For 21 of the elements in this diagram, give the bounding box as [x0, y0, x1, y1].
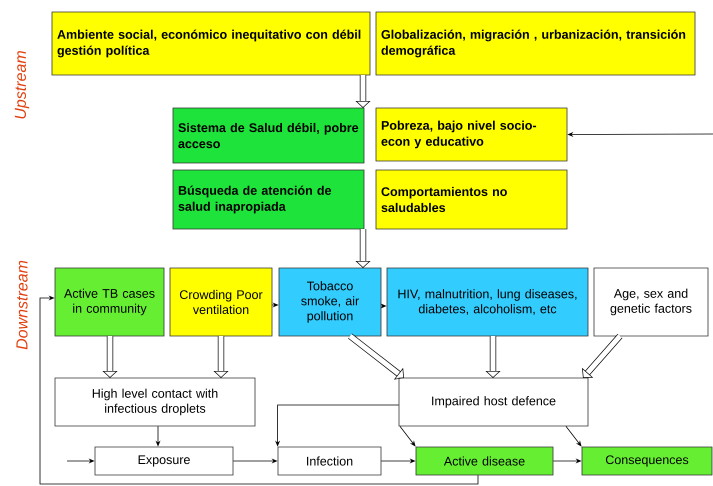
- side-label: Downstream: [16, 260, 28, 350]
- side-label: Upstream: [14, 51, 30, 118]
- arrow: [40, 295, 478, 484]
- process-box: Infection: [278, 446, 382, 476]
- factor-box: Sistema de Salud débil, pobre acceso: [172, 108, 364, 164]
- process-box: Impaired host defence: [398, 378, 588, 426]
- process-box: Active TB cases in community: [54, 268, 164, 336]
- process-box: Active disease: [416, 446, 554, 476]
- process-box: High level contact with infectious droplets: [54, 378, 256, 426]
- process-box: Consequences: [582, 446, 712, 476]
- block-arrow: [348, 333, 404, 380]
- factor-box: Tobacco smoke, air pollution: [278, 268, 382, 336]
- process-box: Age, sex and genetic factors: [594, 268, 708, 336]
- factor-box: Comportamientos no saludables: [376, 170, 568, 230]
- factor-box: Ambiente social, económico inequitativo con débil gestión política: [52, 12, 370, 76]
- factor-box: Búsqueda de atención de salud inapropiada: [172, 170, 364, 230]
- factor-box: Pobreza, bajo nivel socio-econ y educativo: [376, 108, 568, 162]
- factor-box: Globalización, migración , urbanización, transición demográfica: [376, 12, 696, 76]
- process-box: Exposure: [94, 446, 234, 476]
- factor-box: Crowding Poor ventilation: [170, 268, 272, 336]
- factor-box: HIV, malnutrition, lung diseases, diabetes, alcoholism, etc: [386, 268, 588, 336]
